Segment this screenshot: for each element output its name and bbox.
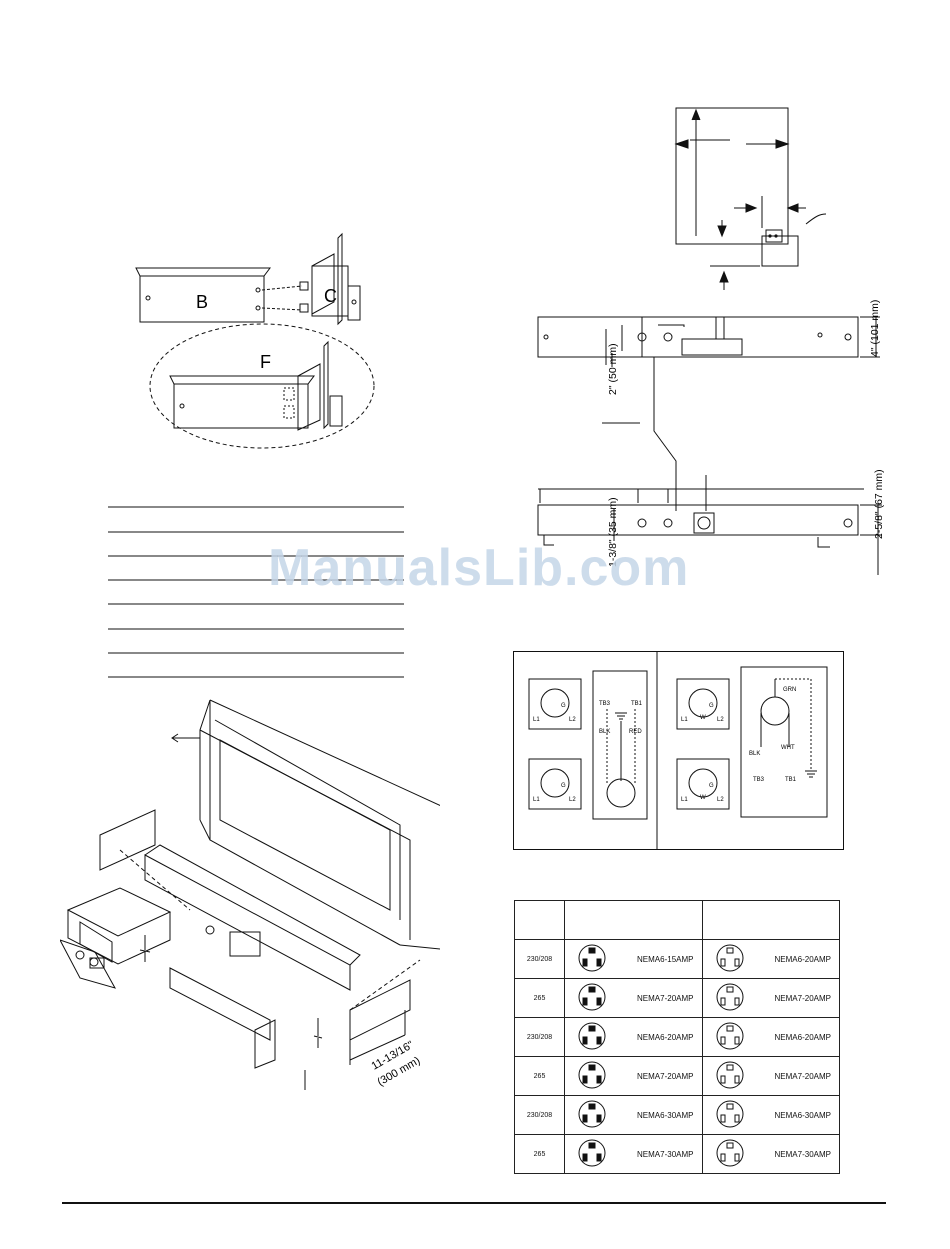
pin-l1-left-bottom: L1 [533, 797, 540, 803]
plug-cell: NEMA6-15AMP [564, 939, 703, 979]
receptacle-face-icon [716, 1100, 743, 1128]
pin-l1-right-bottom: L1 [681, 797, 688, 803]
plug-cell: NEMA7-30AMP [564, 1134, 703, 1174]
pin-l2-left-top: L2 [569, 717, 576, 723]
plug-face-icon [578, 1022, 606, 1050]
footer-rule [62, 1202, 886, 1204]
receptacle-rating-label: NEMA6-20AMP [774, 1032, 831, 1042]
receptacle-face-icon [716, 1022, 743, 1050]
sleeve-opening-diagram [674, 107, 827, 290]
table-row: 265 NEMA7-30AMP NEMA7-30AMP [514, 1134, 840, 1174]
watermark: ManualsLib.com [268, 539, 690, 597]
plug-rating-label: NEMA6-15AMP [637, 954, 694, 964]
terminal-tb1-left: TB1 [631, 701, 643, 707]
dim-bottom-right: 2-5/8" (67 mm) [873, 469, 885, 539]
dim-top-right: 4" (101 mm) [869, 300, 881, 357]
plug-rating-label: NEMA6-30AMP [637, 1110, 694, 1120]
plug-face-icon [578, 983, 606, 1011]
voltage-cell: 265 [514, 1134, 565, 1174]
voltage-cell: 230/208 [514, 1095, 565, 1135]
plug-rating-label: NEMA7-20AMP [637, 993, 694, 1003]
pin-g-right-bottom: G [709, 783, 714, 789]
receptacle-rating-label: NEMA7-20AMP [774, 1071, 831, 1081]
plug-rating-label: NEMA6-20AMP [637, 1032, 694, 1042]
wire-blk-right: BLK [749, 751, 760, 757]
plug-rating-label: NEMA7-30AMP [637, 1149, 694, 1159]
blank-lines [108, 506, 404, 678]
pin-w-right-bottom: W [700, 795, 706, 801]
receptacle-face-icon [716, 1139, 743, 1167]
label-b: B [196, 292, 208, 312]
voltage-cell: 265 [514, 1056, 565, 1096]
voltage-cell: 230/208 [514, 939, 565, 979]
wiring-diagram-panel: L1 G L2 L1 G L2 TB3 TB1 BLK RED GRN L1 G… [513, 651, 844, 850]
plug-face-icon [578, 1061, 606, 1089]
plug-cell: NEMA7-20AMP [564, 1056, 703, 1096]
receptacle-face-icon [716, 983, 743, 1011]
pin-g-left-bottom: G [561, 783, 566, 789]
receptacle-rating-label: NEMA7-20AMP [774, 993, 831, 1003]
receptacle-cell: NEMA6-20AMP [701, 1017, 840, 1057]
receptacle-cell: NEMA6-20AMP [701, 939, 840, 979]
wire-wht-right: WHT [781, 745, 795, 751]
pin-l2-right-top: L2 [717, 717, 724, 723]
table-row: 230/208 NEMA6-30AMP NEMA6-30AMP [514, 1095, 840, 1135]
dim-top-left: 2" (50 mm) [607, 343, 619, 395]
receptacle-face-icon [716, 1061, 743, 1089]
receptacle-cell: NEMA7-20AMP [701, 978, 840, 1018]
voltage-cell: 230/208 [514, 1017, 565, 1057]
pin-l1-right-top: L1 [681, 717, 688, 723]
ground-grn: GRN [783, 687, 796, 693]
terminal-tb3-left: TB3 [599, 701, 611, 707]
plug-face-icon [578, 1139, 606, 1167]
table-header-plug [564, 900, 703, 940]
label-c: C [324, 286, 337, 306]
voltage-cell: 265 [514, 978, 565, 1018]
terminal-tb1-right: TB1 [785, 777, 797, 783]
table-header-receptacle [701, 900, 840, 940]
pin-g-left-top: G [561, 703, 566, 709]
pin-l2-left-bottom: L2 [569, 797, 576, 803]
table-header-voltage [514, 900, 565, 940]
plug-cell: NEMA7-20AMP [564, 978, 703, 1018]
plug-rating-label: NEMA7-20AMP [637, 1071, 694, 1081]
pin-w-right-top: W [700, 715, 706, 721]
table-row: 265 NEMA7-20AMP NEMA7-20AMP [514, 978, 840, 1018]
receptacle-rating-label: NEMA6-30AMP [774, 1110, 831, 1120]
wire-red-left: RED [629, 729, 642, 735]
plug-face-icon [578, 1100, 606, 1128]
receptacle-rating-label: NEMA6-20AMP [774, 954, 831, 964]
receptacle-cell: NEMA6-30AMP [701, 1095, 840, 1135]
plug-cell: NEMA6-30AMP [564, 1095, 703, 1135]
receptacle-cell: NEMA7-20AMP [701, 1056, 840, 1096]
pin-g-right-top: G [709, 703, 714, 709]
bracket-figure: B C F [135, 232, 375, 449]
pin-l1-left-top: L1 [533, 717, 540, 723]
table-row: 265 NEMA7-20AMP NEMA7-20AMP [514, 1056, 840, 1096]
plug-face-icon [578, 944, 606, 972]
plug-cell: NEMA6-20AMP [564, 1017, 703, 1057]
wire-blk-left: BLK [599, 729, 610, 735]
label-f: F [260, 352, 271, 372]
dim-bottom-mid: 1-3/8" (35 mm) [607, 497, 619, 567]
terminal-tb3-right: TB3 [753, 777, 765, 783]
receptacle-face-icon [716, 944, 743, 972]
cabinet-exploded-drawing: 11-13/16" (300 mm) [60, 699, 440, 1090]
receptacle-rating-label: NEMA7-30AMP [774, 1149, 831, 1159]
receptacle-cell: NEMA7-30AMP [701, 1134, 840, 1174]
table-header-row [514, 900, 840, 940]
pin-l2-right-bottom: L2 [717, 797, 724, 803]
table-row: 230/208 NEMA6-20AMP NEMA6-20AMP [514, 1017, 840, 1057]
table-row: 230/208 NEMA6-15AMP NEMA6-20AMP [514, 939, 840, 979]
chassis-dimension-drawing: 4" (101 mm) 2" (50 mm) 1-3/8" (35 mm) 2-… [537, 300, 885, 575]
